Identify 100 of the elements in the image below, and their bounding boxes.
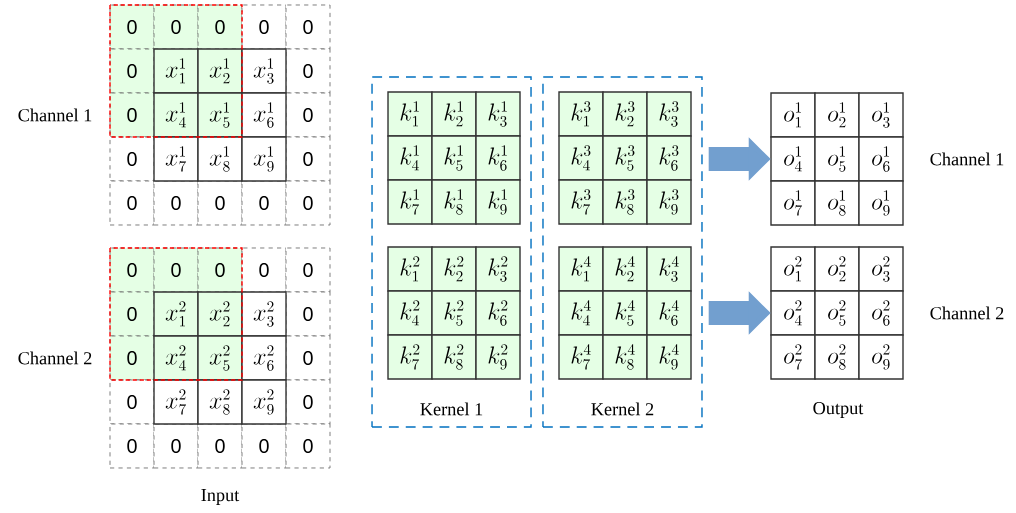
grid-cell: 0 (285, 423, 331, 469)
grid-cell: 0 (197, 4, 243, 50)
grid-cell: $k_4^1$ (387, 135, 433, 181)
grid-cell: $o_9^1$ (858, 180, 904, 226)
grid-cell: $k_8^3$ (602, 179, 648, 225)
grid-cell: $k_9^4$ (646, 334, 692, 380)
grid-cell: 0 (241, 423, 287, 469)
grid-cell: 0 (241, 247, 287, 293)
grid-cell: $o_1^2$ (770, 246, 816, 292)
grid-cell: $k_9^2$ (475, 334, 521, 380)
grid-cell: $k_1^1$ (387, 91, 433, 137)
grid-cell: $x_2^2$ (197, 291, 243, 337)
grid-cell: 0 (153, 4, 199, 50)
grid-cell: $k_1^3$ (558, 91, 604, 137)
grid-cell: $k_2^2$ (431, 246, 477, 292)
grid-cell: 0 (109, 247, 155, 293)
grid-cell: 0 (241, 180, 287, 226)
grid-cell: $x_8^1$ (197, 136, 243, 182)
grid-cell: 0 (285, 335, 331, 381)
grid-cell: $x_9^2$ (241, 379, 287, 425)
grid-cell: 0 (109, 291, 155, 337)
grid-cell: $k_3^2$ (475, 246, 521, 292)
grid-cell: $o_2^2$ (814, 246, 860, 292)
grid-cell: 0 (285, 4, 331, 50)
grid-cell: 0 (153, 247, 199, 293)
grid-cell: $o_1^1$ (770, 92, 816, 138)
panel-caption: Input (201, 489, 240, 505)
grid-cell: 0 (109, 92, 155, 138)
grid-cell: $o_5^1$ (814, 136, 860, 182)
grid-cell: $k_7^3$ (558, 179, 604, 225)
grid-cell: $k_1^2$ (387, 246, 433, 292)
grid-cell: 0 (153, 423, 199, 469)
grid-cell: $x_7^2$ (153, 379, 199, 425)
grid-cell: $k_5^3$ (602, 135, 648, 181)
grid-cell: 0 (197, 247, 243, 293)
grid-cell: 0 (109, 136, 155, 182)
grid-cell: $k_6^3$ (646, 135, 692, 181)
panel-caption: Output (813, 402, 864, 418)
grid-cell: $k_8^2$ (431, 334, 477, 380)
grid-cell: $x_1^1$ (153, 48, 199, 94)
grid-cell: $k_6^4$ (646, 290, 692, 336)
grid-cell: $x_3^1$ (241, 48, 287, 94)
grid-cell: $x_5^2$ (197, 335, 243, 381)
grid-cell: $o_3^1$ (858, 92, 904, 138)
grid-cell: $o_4^2$ (770, 290, 816, 336)
grid-cell: 0 (109, 423, 155, 469)
grid-cell: 0 (285, 92, 331, 138)
channel-label: Channel 1 (930, 152, 1004, 166)
grid-cell: $x_1^2$ (153, 291, 199, 337)
grid-cell: $k_4^2$ (387, 290, 433, 336)
grid-cell: $o_5^2$ (814, 290, 860, 336)
grid-cell: $x_7^1$ (153, 136, 199, 182)
grid-cell: $k_2^1$ (431, 91, 477, 137)
grid-cell: 0 (285, 379, 331, 425)
grid-cell: $o_4^1$ (770, 136, 816, 182)
grid-cell: 0 (109, 379, 155, 425)
grid-cell: $k_2^4$ (602, 246, 648, 292)
grid-cell: $k_7^2$ (387, 334, 433, 380)
grid-cell: $k_9^3$ (646, 179, 692, 225)
channel-label: Channel 2 (18, 351, 92, 365)
grid-cell: $k_5^4$ (602, 290, 648, 336)
grid-cell: $k_8^4$ (602, 334, 648, 380)
grid-cell: $k_3^1$ (475, 91, 521, 137)
grid-cell: $x_2^1$ (197, 48, 243, 94)
grid-cell: $k_6^1$ (475, 135, 521, 181)
grid-cell: 0 (109, 335, 155, 381)
grid-cell: 0 (241, 4, 287, 50)
grid-cell: $x_6^1$ (241, 92, 287, 138)
grid-cell: 0 (197, 180, 243, 226)
grid-cell: 0 (285, 291, 331, 337)
grid-cell: $k_4^3$ (558, 135, 604, 181)
grid-cell: 0 (109, 4, 155, 50)
grid-cell: $k_7^1$ (387, 179, 433, 225)
grid-cell: $o_3^2$ (858, 246, 904, 292)
grid-cell: $o_2^1$ (814, 92, 860, 138)
grid-cell: $o_7^2$ (770, 334, 816, 380)
channel-label: Channel 2 (930, 306, 1004, 320)
grid-cell: $k_5^2$ (431, 290, 477, 336)
grid-cell: $k_2^3$ (602, 91, 648, 137)
grid-cell: 0 (285, 136, 331, 182)
grid-cell: $k_4^4$ (558, 290, 604, 336)
grid-cell: $x_3^2$ (241, 291, 287, 337)
grid-cell: 0 (109, 48, 155, 94)
grid-cell: $k_3^3$ (646, 91, 692, 137)
grid-cell: $o_6^1$ (858, 136, 904, 182)
grid-cell: $k_7^4$ (558, 334, 604, 380)
grid-cell: $k_8^1$ (431, 179, 477, 225)
grid-cell: $k_3^4$ (646, 246, 692, 292)
grid-cell: $o_8^2$ (814, 334, 860, 380)
channel-label: Channel 1 (18, 108, 92, 122)
grid-cell: $x_4^1$ (153, 92, 199, 138)
grid-cell: $x_9^1$ (241, 136, 287, 182)
grid-cell: $k_1^4$ (558, 246, 604, 292)
grid-cell: $k_6^2$ (475, 290, 521, 336)
grid-cell: $x_8^2$ (197, 379, 243, 425)
grid-cell: $o_8^1$ (814, 180, 860, 226)
grid-cell: $x_6^2$ (241, 335, 287, 381)
grid-cell: 0 (285, 247, 331, 293)
grid-cell: $o_6^2$ (858, 290, 904, 336)
grid-cell: 0 (285, 48, 331, 94)
